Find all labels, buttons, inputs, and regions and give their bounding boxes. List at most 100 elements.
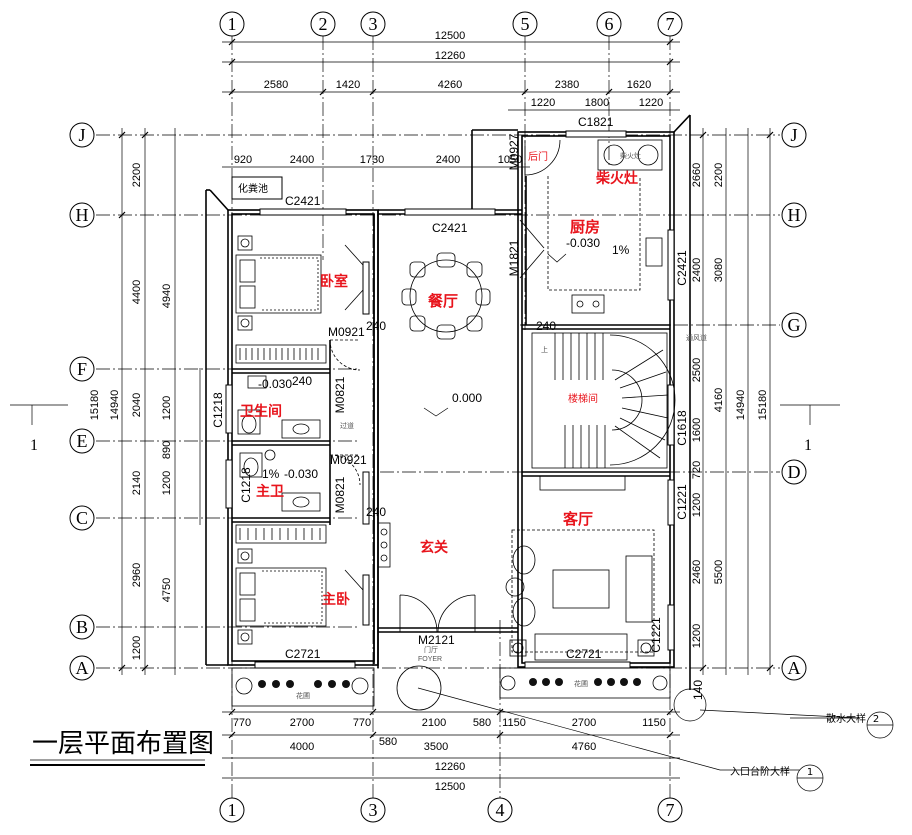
- vent-label: 通风道: [686, 333, 707, 342]
- stairs-up-label: 上: [541, 345, 548, 354]
- dim-right: 4160: [713, 388, 725, 412]
- dim-bottom-row1: 1150: [642, 717, 666, 729]
- garden-right-label: 花圃: [574, 679, 588, 688]
- section-mark-right: 1: [804, 437, 812, 454]
- dim-right: 2200: [713, 163, 725, 187]
- corridor-label: 过道: [340, 421, 354, 430]
- dim-left: 2200: [131, 163, 143, 187]
- wall-tag: 240: [366, 319, 386, 333]
- dim-bottom-extra: 580: [379, 736, 397, 748]
- right-dimensions: 2660 2400 2500 1600 720 1200 2460 1200 2…: [691, 163, 769, 648]
- axis-left-j: J: [78, 125, 85, 145]
- axis-bubbles: [69, 11, 807, 823]
- dim-bottom-row1: 1150: [502, 717, 526, 729]
- axis-right-g: G: [788, 315, 801, 335]
- window-tag: C1221: [675, 484, 689, 520]
- dim-rear-seg: 2400: [436, 154, 460, 166]
- axis-bottom-4: 4: [496, 800, 505, 820]
- foyer-label: 玄关: [420, 539, 448, 556]
- dim-top-outer: 12500: [435, 30, 466, 42]
- dim-top-seg: 2380: [555, 79, 579, 91]
- callout-steps-number: 1: [807, 767, 813, 778]
- dim-left: 4400: [131, 280, 143, 304]
- axis-top-2: 2: [319, 14, 328, 34]
- dim-top-seg: 1620: [627, 79, 651, 91]
- master-bedroom-label: 主卧: [322, 591, 350, 608]
- door-tag: M0927: [507, 133, 521, 170]
- window-tag: C2421: [432, 221, 468, 235]
- foyer-en-label: FOYER: [418, 656, 442, 663]
- dim-bottom-row2: 4000: [290, 741, 314, 753]
- dim-bottom-outer: 12500: [435, 781, 466, 793]
- dim-left: 1200: [161, 396, 173, 420]
- opening-tags: M0927 C1821 C2421 C2421 C2421 M1821 M092…: [211, 115, 705, 700]
- master-bath-label: 主卫: [256, 483, 284, 500]
- axis-bottom-7: 7: [666, 800, 675, 820]
- window-tag: C2721: [566, 647, 602, 661]
- level-bath: -0.030: [258, 377, 292, 391]
- dim-right: 1200: [691, 493, 703, 517]
- living-label: 客厅: [562, 510, 593, 528]
- levels: 0.000 -0.030 -0.030 -0.030 1% 1%: [258, 236, 630, 481]
- bottom-dimensions: 770 2700 770 2100 580 1150 2700 1150 400…: [233, 717, 666, 793]
- axis-left-f: F: [77, 359, 87, 379]
- dim-rear-seg: 920: [234, 154, 252, 166]
- section-mark-left: 1: [30, 437, 38, 454]
- window-tag: C2421: [675, 250, 689, 286]
- door-tag: M0821: [333, 476, 347, 513]
- window-tag: C2721: [285, 647, 321, 661]
- windows: [225, 130, 675, 669]
- garden-left-label: 花圃: [296, 691, 310, 700]
- wall-tag: 140: [691, 680, 705, 700]
- dimension-lines: [10, 41, 894, 792]
- dining-label: 餐厅: [428, 292, 458, 310]
- door-tag: M0921: [330, 453, 367, 467]
- bedroom-label: 卧室: [320, 273, 348, 290]
- stove-label: 柴火灶: [595, 170, 638, 187]
- dim-top-seg: 4260: [438, 79, 462, 91]
- dim-bottom-inner: 12260: [435, 761, 466, 773]
- dim-left-outer: 15180: [89, 390, 101, 421]
- window-tag: C1218: [211, 392, 225, 428]
- wall-tag: 240: [366, 505, 386, 519]
- axis-right-a: A: [788, 658, 801, 678]
- level-kitchen: -0.030: [566, 236, 600, 250]
- dim-left-inner: 14940: [109, 390, 121, 421]
- window-tag: C2421: [285, 194, 321, 208]
- dim-left: 1200: [131, 636, 143, 660]
- window-tag: C1618: [675, 410, 689, 446]
- dim-bottom-row2: 4760: [572, 741, 596, 753]
- septic-label: 化粪池: [238, 182, 268, 195]
- axis-right-j: J: [790, 125, 797, 145]
- axis-left-e: E: [77, 431, 88, 451]
- dim-right: 2400: [691, 258, 703, 282]
- dimension-ticks: [118, 38, 774, 739]
- dim-bottom-row1: 2100: [422, 717, 446, 729]
- dim-bottom-row1: 770: [233, 717, 251, 729]
- dim-right: 2500: [691, 358, 703, 382]
- room-labels: 化粪池 后门 柴火灶 柴火灶 厨房 卧室 餐厅 卫生间 楼梯间 主卫 客厅 玄关…: [238, 150, 707, 700]
- dim-rear-seg: 1730: [360, 154, 384, 166]
- dim-bottom-row1: 770: [353, 717, 371, 729]
- door-tag: M1821: [507, 239, 521, 276]
- septic-tank-outline: [231, 176, 283, 200]
- axis-labels: 1 2 3 5 6 7 1 3 4 7 J H F E C B A J H G …: [76, 14, 801, 820]
- axis-left-b: B: [76, 617, 88, 637]
- dim-right: 2460: [691, 560, 703, 584]
- furniture: [235, 139, 676, 711]
- dim-bottom-row1: 2700: [290, 717, 314, 729]
- axis-bottom-3: 3: [369, 800, 378, 820]
- callout-drain: 散水大样: [826, 712, 866, 725]
- doors: [329, 139, 561, 633]
- dim-right-outer: 15180: [757, 390, 769, 421]
- dim-left: 2960: [131, 563, 143, 587]
- dim-left: 4940: [161, 284, 173, 308]
- dim-left: 2040: [131, 393, 143, 417]
- window-tag: C1218: [239, 467, 253, 503]
- axis-left-a: A: [76, 658, 89, 678]
- axis-top-5: 5: [521, 14, 530, 34]
- garden-shrubs: [258, 678, 641, 688]
- drawing-title: 一层平面布置图: [32, 729, 214, 759]
- axis-top-7: 7: [666, 14, 675, 34]
